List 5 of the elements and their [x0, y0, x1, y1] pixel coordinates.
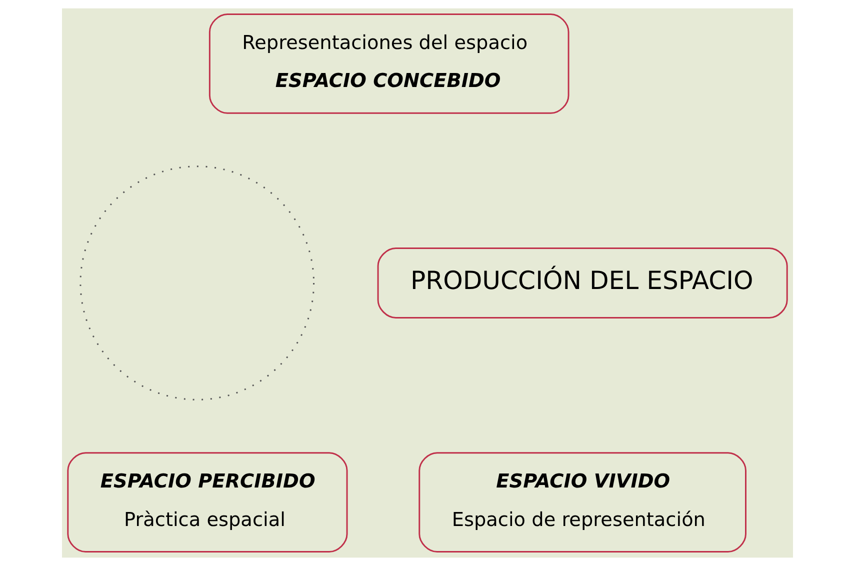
node-box: ESPACIO PERCIBIDO Pràctica espacial — [67, 452, 348, 552]
node-box: ESPACIO VIVIDO Espacio de representación — [418, 452, 746, 552]
node-circle — [80, 166, 315, 400]
node-box: Representaciones del espacio ESPACIO CONCEBIDO — [208, 14, 570, 114]
node-box: PRODUCCIÓN DEL ESPACIO — [377, 248, 788, 318]
